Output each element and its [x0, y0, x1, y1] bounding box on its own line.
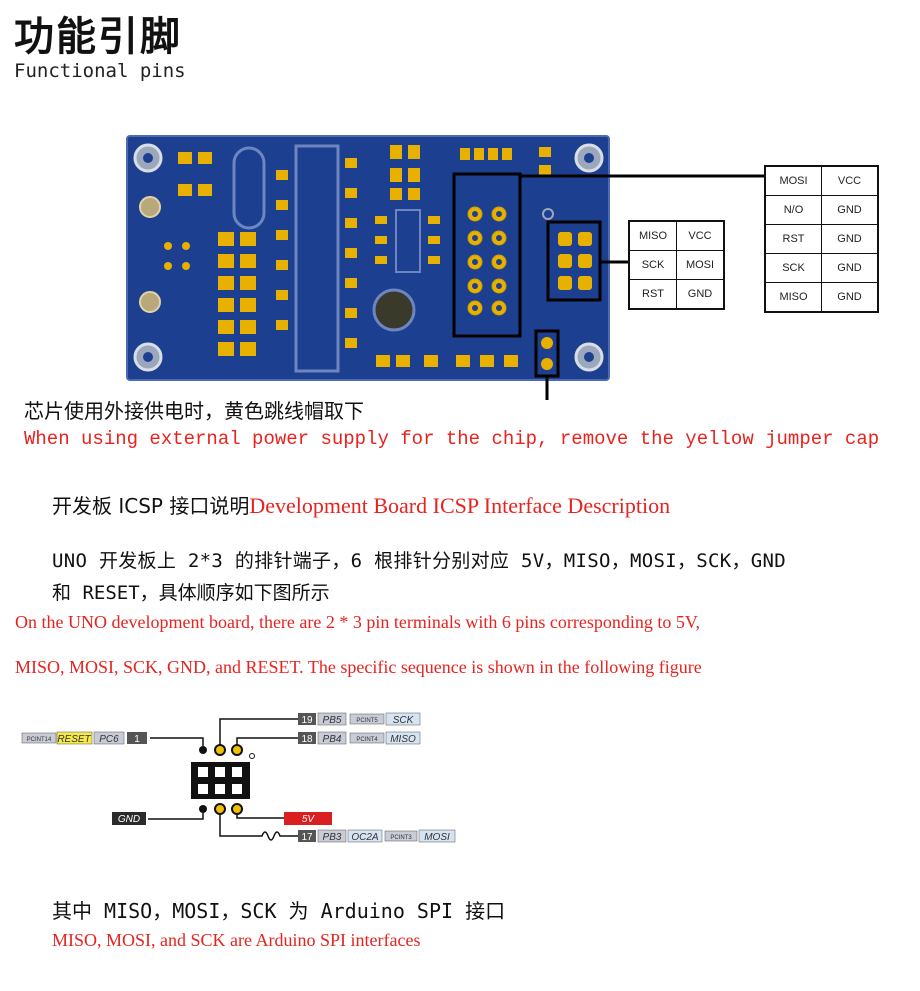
pin-cell: GND — [821, 224, 879, 254]
pin18-label: 18 — [301, 734, 313, 745]
pin1-label: 1 — [134, 734, 140, 745]
pin-cell: MISO — [628, 220, 677, 251]
uno-desc-cn-line1: UNO 开发板上 2*3 的排针端子，6 根排针分别对应 5V，MISO，MOS… — [52, 550, 786, 572]
led-pads — [178, 145, 512, 200]
pb5-label: PB5 — [323, 715, 342, 726]
header-6pin-pads — [558, 232, 592, 290]
pcint14-label: PCINT14 — [27, 737, 52, 743]
pin-cell: GND — [821, 282, 879, 313]
icsp-heading-cn: 开发板 ICSP 接口说明 — [52, 494, 250, 518]
pb3-label: PB3 — [323, 832, 342, 843]
small-ic — [395, 209, 421, 273]
pcint3-label: PCINT3 — [390, 835, 412, 841]
pin-label-mosi: 17 PB3 OC2A PCINT3 MOSI — [298, 829, 456, 843]
jumper-note-cn: 芯片使用外接供电时，黄色跳线帽取下 — [24, 399, 364, 423]
pin-cell: GND — [821, 195, 879, 225]
uno-desc-en-line2: MISO, MOSI, SCK, GND, and RESET. The spe… — [15, 657, 702, 677]
5v-label: 5V — [302, 814, 316, 825]
spi-note-cn: 其中 MISO，MOSI，SCK 为 Arduino SPI 接口 — [52, 899, 506, 923]
pin-cell: SCK — [764, 253, 822, 283]
page-subtitle: Functional pins — [14, 60, 186, 82]
page-title: 功能引脚 — [14, 14, 182, 60]
pb4-label: PB4 — [323, 734, 342, 745]
pin-cell: VCC — [821, 165, 879, 196]
oc2a-label: OC2A — [351, 832, 379, 843]
icsp-heading-en: Development Board ICSP Interface Descrip… — [249, 493, 671, 518]
pin-label-miso: 18 PB4 PCINT4 MISO — [298, 731, 421, 745]
pin-cell: MOSI — [764, 165, 822, 196]
pin-cell: MISO — [764, 282, 822, 313]
resistor-array — [218, 232, 256, 356]
icsp-pins — [198, 767, 242, 794]
pc6-label: PC6 — [99, 734, 119, 745]
gnd-label: GND — [118, 814, 140, 825]
mosi-label: MOSI — [424, 832, 450, 843]
header-10pin-box — [452, 172, 522, 338]
pin-cell: SCK — [628, 250, 677, 280]
buzzer — [372, 288, 416, 332]
pin-cell: RST — [628, 279, 677, 310]
pcint5-label: PCINT5 — [356, 718, 378, 724]
header-10pin-pads — [467, 206, 507, 316]
pin19-label: 19 — [301, 715, 313, 726]
crystal — [232, 146, 266, 230]
pcb-board-illustration — [126, 135, 764, 400]
jumper-note-en: When using external power supply for the… — [24, 428, 880, 450]
sck-label: SCK — [393, 715, 415, 726]
reset-label: RESET — [57, 734, 91, 745]
miso-label: MISO — [390, 734, 416, 745]
pin-cell: GND — [821, 253, 879, 283]
pcint4-label: PCINT4 — [356, 737, 378, 743]
jumper-pads — [541, 337, 553, 370]
spi-note-en: MISO, MOSI, and SCK are Arduino SPI inte… — [52, 930, 421, 950]
pin-label-gnd: GND — [112, 812, 146, 825]
pin-label-sck: 19 PB5 PCINT5 SCK — [298, 712, 421, 726]
pcb-board — [126, 135, 610, 381]
pin-cell: GND — [676, 279, 725, 310]
pin-label-5v: 5V — [284, 812, 332, 825]
leader-jumper — [545, 376, 549, 400]
pin-cell: VCC — [676, 220, 725, 251]
pin17-label: 17 — [301, 832, 313, 843]
icsp-pinout-diagram: PCINT14 RESET PC6 1 GND 19 PB5 PCINT5 SC… — [21, 712, 456, 843]
barrel-pads — [139, 196, 161, 313]
icsp-heading: 开发板 ICSP 接口说明Development Board ICSP Inte… — [52, 490, 670, 519]
pin-cell: RST — [764, 224, 822, 254]
uno-desc-en-line1: On the UNO development board, there are … — [15, 612, 701, 632]
pinout-wires — [148, 718, 298, 841]
pin-cell: N/O — [764, 195, 822, 225]
pin-cell: MOSI — [676, 250, 725, 280]
mcu-chip — [294, 144, 340, 373]
uno-desc-cn-line2: 和 RESET，具体顺序如下图所示 — [52, 582, 330, 604]
pin-label-reset: PCINT14 RESET PC6 1 — [21, 731, 147, 745]
